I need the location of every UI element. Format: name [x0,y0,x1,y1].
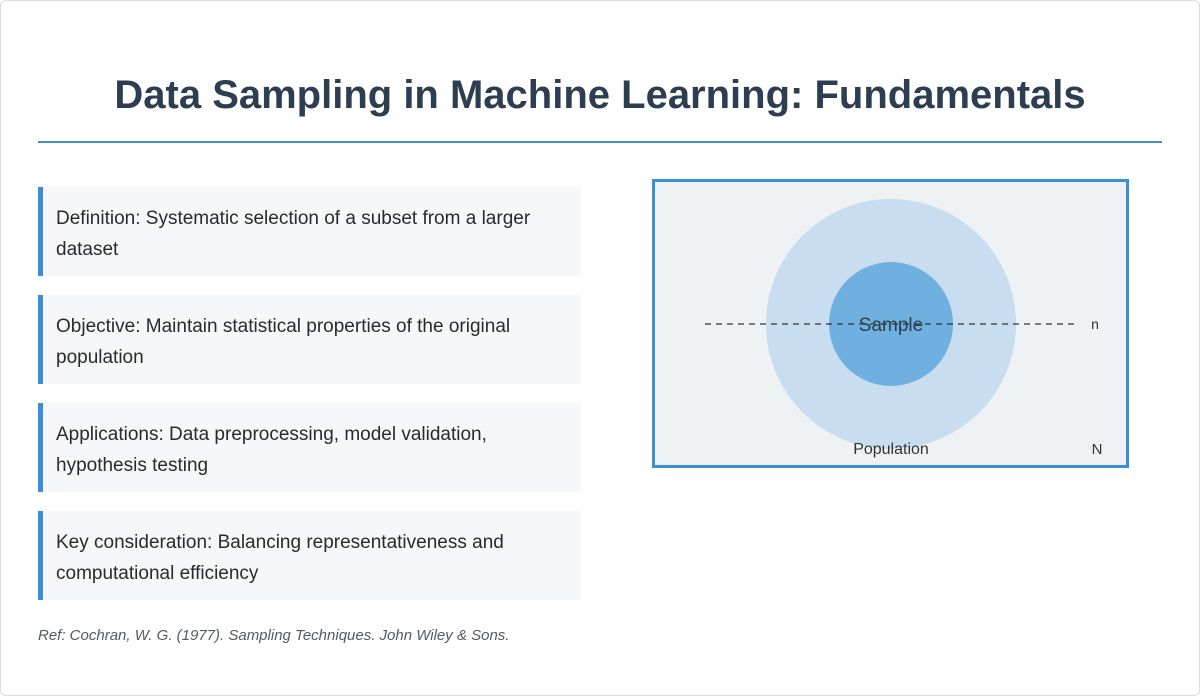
key-point-key-consideration: Key consideration: Balancing representat… [38,511,581,600]
sample-label: Sample [859,315,923,336]
reference-citation: Ref: Cochran, W. G. (1977). Sampling Tec… [38,627,510,644]
key-point-definition: Definition: Systematic selection of a su… [38,187,581,276]
key-points-list: Definition: Systematic selection of a su… [38,187,581,619]
key-point-applications: Applications: Data preprocessing, model … [38,403,581,492]
key-point-objective: Objective: Maintain statistical properti… [38,295,581,384]
title-divider [38,141,1162,143]
population-size-label: N [1092,441,1103,458]
sample-size-label: n [1091,316,1099,332]
sample-circle [829,262,953,386]
sampling-diagram: Sample n Population N [652,179,1129,468]
page-title: Data Sampling in Machine Learning: Funda… [114,73,1086,117]
population-label: Population [853,441,929,458]
sampling-diagram-svg: Sample n Population N [705,199,1103,458]
